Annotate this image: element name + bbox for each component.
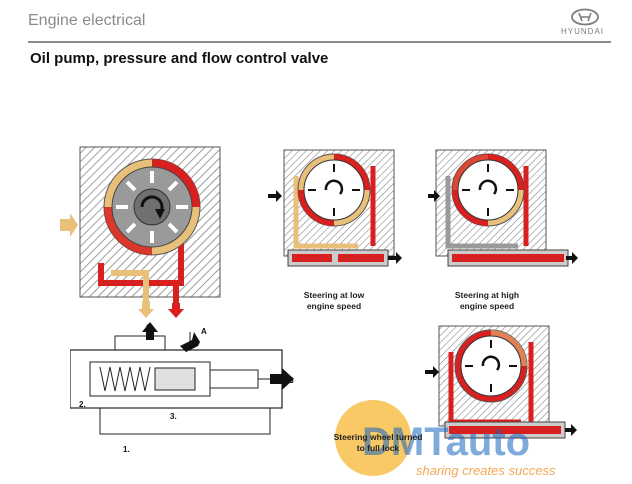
watermark-logo-icon [335, 400, 411, 476]
flow-control-valve-drawing [70, 322, 294, 435]
page-title: Oil pump, pressure and flow control valv… [30, 50, 329, 67]
header-divider [28, 41, 611, 43]
caption-full-lock: Steering wheel turned to full lock [318, 432, 438, 454]
caption-low-speed: Steering at low engine speed [279, 290, 389, 312]
section-title: Engine electrical [28, 12, 146, 29]
valve-label-2: 2. [79, 400, 86, 409]
caption-low-speed-line2: engine speed [306, 301, 362, 311]
caption-full-lock-line2: to full lock [356, 443, 400, 453]
valve-label-1: 1. [123, 445, 130, 454]
caption-full-lock-line1: Steering wheel turned [333, 432, 423, 442]
watermark-brand: DMTauto [362, 420, 531, 464]
caption-low-speed-line1: Steering at low [303, 290, 365, 300]
caption-high-speed: Steering at high engine speed [432, 290, 542, 312]
hyundai-logo-icon [571, 8, 599, 26]
low-speed-diagram [268, 149, 402, 267]
full-lock-diagram [425, 325, 577, 439]
high-speed-diagram [428, 149, 578, 267]
valve-label-3: 3. [170, 412, 177, 421]
valve-label-c: C [146, 323, 152, 332]
oil-pump-cross-section [60, 146, 221, 318]
logo-wordmark: HYUNDAI [561, 27, 605, 36]
caption-high-speed-line1: Steering at high [454, 290, 520, 300]
watermark-tagline: sharing creates success [416, 463, 556, 478]
valve-label-b: B [288, 376, 294, 385]
valve-label-a: A [201, 327, 207, 336]
caption-high-speed-line2: engine speed [459, 301, 515, 311]
